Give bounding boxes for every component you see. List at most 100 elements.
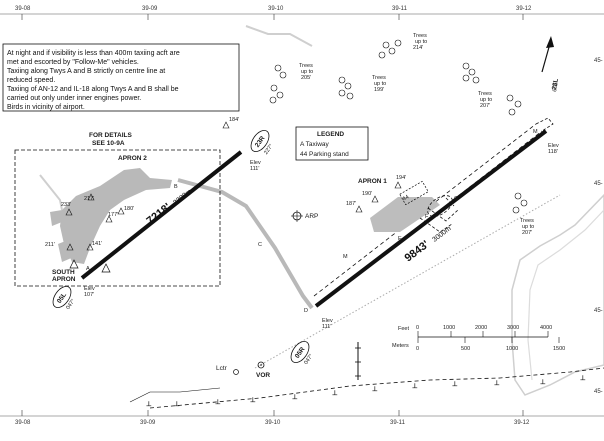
obstacle-height: 194'	[396, 175, 406, 181]
svg-text:207': 207'	[480, 103, 490, 109]
scale-tick: 1500	[553, 346, 565, 352]
svg-text:⊥: ⊥	[292, 393, 298, 401]
legend-item: 44 Parking stand	[300, 151, 349, 158]
scale-tick: 3000	[507, 325, 519, 331]
obstacle-height: 190'	[362, 191, 372, 197]
arp-label: ARP	[305, 213, 318, 220]
grid-label: 45-	[594, 389, 603, 395]
lctr-label: Lctr	[216, 365, 228, 372]
note-line: carried out only under inner engines pow…	[7, 95, 141, 102]
for-details-ref: SEE 10-9A	[92, 140, 125, 147]
for-details-label: FOR DETAILS	[89, 132, 133, 139]
grid-label: 39-08	[15, 6, 31, 12]
grid-label: 45-	[594, 58, 603, 64]
obstacle-height: 187'	[346, 201, 356, 207]
south-apron-label: APRON	[52, 276, 76, 283]
apron-1-label: APRON 1	[358, 178, 387, 185]
svg-text:up to: up to	[301, 69, 313, 75]
svg-text:⊥: ⊥	[540, 378, 546, 386]
svg-text:⊥: ⊥	[174, 400, 180, 408]
svg-text:up to: up to	[480, 97, 492, 103]
grid-label: 39-10	[268, 6, 284, 12]
terrain-road	[245, 25, 313, 47]
svg-text:214': 214'	[413, 45, 423, 51]
vor-symbol: VOR	[256, 361, 270, 379]
runway-05l-23r	[80, 150, 243, 280]
notes-box: At night and if visibility is less than …	[2, 43, 240, 112]
obstacle-height: 184'	[229, 117, 239, 123]
svg-text:⊥: ⊥	[494, 379, 500, 387]
note-line: reduced speed.	[7, 77, 55, 84]
svg-text:⊥: ⊥	[372, 385, 378, 393]
runway-heading: 227°	[263, 143, 274, 156]
legend-item: A Taxiway	[300, 141, 330, 148]
svg-text:Elev: Elev	[84, 286, 95, 292]
svg-text:⊥: ⊥	[146, 400, 152, 408]
taxiway-label: M	[533, 129, 538, 135]
svg-text:⊥: ⊥	[580, 374, 586, 382]
scale-meters-label: Meters	[392, 343, 409, 349]
grid-labels-right: 45- 45- 45- 45-	[594, 58, 603, 395]
vor-label: VOR	[256, 372, 270, 379]
obstacle-height: 141'	[92, 241, 102, 247]
taxiway-label: M	[343, 254, 348, 260]
obstacle-height: 177'	[108, 212, 118, 218]
note-line: Taxiing along Twys A and B strictly on c…	[7, 68, 165, 75]
approach-line	[254, 194, 561, 369]
grid-label: 39-12	[516, 6, 532, 12]
grid-label: 45-	[594, 308, 603, 314]
stand-number: 44	[402, 194, 410, 202]
south-apron-label: SOUTH	[52, 269, 75, 276]
runway-end-05l: 05L 047°	[52, 285, 77, 311]
note-line: At night and if visibility is less than …	[7, 50, 180, 57]
north-arrow: 6°E	[541, 36, 560, 92]
runway-heading: 047°	[303, 353, 314, 366]
note-line: met and escorted by "Follow-Me" vehicles…	[7, 59, 139, 66]
svg-text:up to: up to	[374, 81, 386, 87]
tree-labels: Trees up to 214' Trees up to 205' Trees …	[299, 33, 534, 236]
svg-text:111': 111'	[322, 324, 331, 330]
svg-text:111': 111'	[250, 166, 259, 172]
svg-text:Trees: Trees	[478, 91, 492, 97]
legend-title: LEGEND	[317, 131, 344, 138]
taxiway-c	[177, 178, 314, 310]
svg-text:⊥: ⊥	[250, 396, 256, 404]
svg-text:up to: up to	[522, 224, 534, 230]
svg-text:⊥: ⊥	[332, 389, 338, 397]
scale-tick: 0	[416, 325, 419, 331]
arp-symbol: ARP	[291, 210, 318, 222]
elevation-05l: Elev 107'	[84, 286, 95, 298]
grid-label: 39-10	[265, 420, 281, 426]
apron-1: 44	[370, 180, 440, 232]
magvar-label: 6°E	[552, 82, 560, 92]
svg-text:Elev: Elev	[548, 143, 559, 149]
svg-text:118': 118'	[548, 149, 558, 155]
taxiway-label: F	[425, 214, 429, 220]
apron-2-area	[39, 168, 172, 264]
scale-tick: 1000	[443, 325, 455, 331]
svg-text:Trees: Trees	[372, 75, 386, 81]
taxiway-label: D	[304, 308, 308, 314]
svg-text:up to: up to	[415, 39, 427, 45]
grid-label: 39-11	[392, 6, 408, 12]
svg-text:205': 205'	[301, 75, 311, 81]
apron-2-label: APRON 2	[118, 155, 147, 162]
grid-label: 39-09	[142, 6, 158, 12]
svg-text:Elev: Elev	[322, 318, 333, 324]
runway-05r-23l	[314, 129, 548, 308]
taxiway-label: B	[174, 184, 178, 190]
grid-label: 39-12	[514, 420, 530, 426]
obstacle-height: 217'	[84, 196, 94, 202]
tree-clusters	[269, 39, 528, 214]
svg-text:Trees: Trees	[413, 33, 427, 39]
runway-heading: 047°	[65, 298, 76, 311]
svg-text:207': 207'	[522, 230, 532, 236]
scale-tick: 1000	[506, 346, 518, 352]
taxiway-label: G	[454, 196, 458, 202]
svg-text:107': 107'	[84, 292, 94, 298]
grid-label: 45-	[594, 181, 603, 187]
svg-text:199': 199'	[374, 87, 384, 93]
obstacle-height: 233'	[61, 202, 71, 208]
taxiway-label: C	[258, 242, 262, 248]
